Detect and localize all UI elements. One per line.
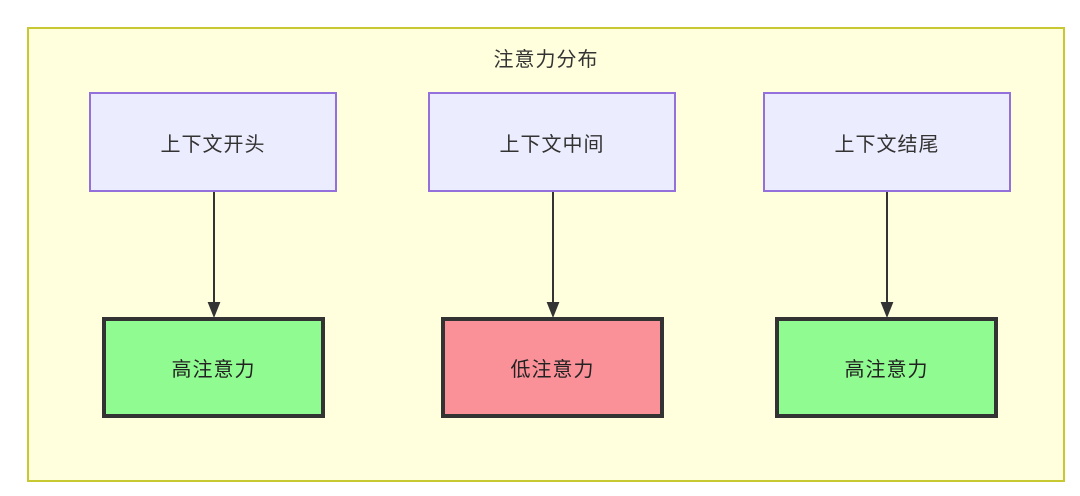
- node-label: 高注意力: [171, 359, 256, 381]
- node-low-attention-middle[interactable]: 低注意力: [441, 317, 664, 418]
- group-title: 注意力分布: [493, 49, 599, 71]
- node-label: 上下文开头: [160, 133, 266, 156]
- node-label: 高注意力: [844, 359, 929, 381]
- node-label: 低注意力: [510, 359, 595, 381]
- node-high-attention-ending[interactable]: 高注意力: [775, 317, 998, 418]
- node-high-attention-beginning[interactable]: 高注意力: [102, 317, 325, 418]
- node-context-beginning[interactable]: 上下文开头: [89, 92, 337, 192]
- node-context-middle[interactable]: 上下文中间: [428, 92, 676, 192]
- node-label: 上下文结尾: [834, 133, 940, 156]
- node-label: 上下文中间: [499, 133, 605, 156]
- node-context-ending[interactable]: 上下文结尾: [763, 92, 1011, 192]
